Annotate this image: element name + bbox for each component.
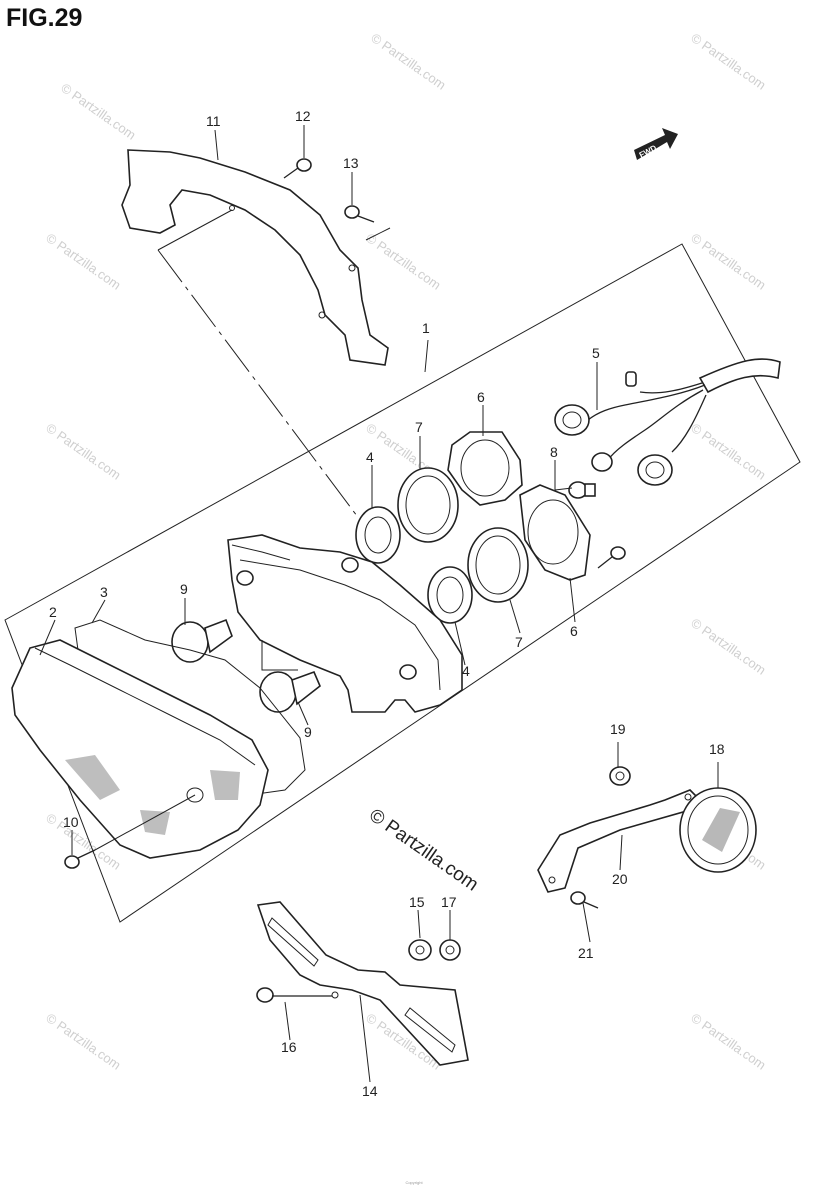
leader-line (365, 227, 391, 241)
watermark: © Partzilla.com (688, 1010, 768, 1073)
leader-line (157, 209, 233, 251)
callout-7-upper: 7 (415, 419, 423, 435)
screw-16 (256, 987, 332, 1003)
copyright-footer: Copyright (405, 1180, 423, 1185)
callout-4-upper: 4 (366, 449, 374, 465)
callout-8: 8 (550, 444, 558, 460)
callout-13: 13 (343, 155, 359, 171)
rear-bracket (121, 149, 389, 366)
fwd-arrow-icon: FWD (634, 128, 678, 160)
lamp-housing (227, 534, 463, 713)
lens-ring-7-upper (397, 467, 459, 543)
wiring-harness (554, 358, 781, 486)
callout-20: 20 (612, 871, 628, 887)
watermark: © Partzilla.com (363, 230, 443, 293)
callout-labels: 1 2 3 4 4 5 6 6 7 7 8 9 9 10 11 12 13 14… (49, 108, 725, 1099)
screw-10 (64, 794, 196, 869)
screw-21 (570, 891, 599, 909)
callout-4-lower: 4 (462, 663, 470, 679)
callout-11: 11 (206, 113, 221, 129)
screw-13 (344, 205, 375, 223)
watermark: © Partzilla.com (368, 30, 448, 93)
screw (597, 546, 626, 569)
callout-6-lower: 6 (570, 623, 578, 639)
socket-4-upper (355, 506, 401, 564)
bracket-hole (318, 311, 326, 319)
watermark: © Partzilla.com (688, 420, 768, 483)
callout-3: 3 (100, 584, 108, 600)
callout-2: 2 (49, 604, 57, 620)
callout-12: 12 (295, 108, 311, 124)
callout-7-lower: 7 (515, 634, 523, 650)
bracket-hole (348, 264, 356, 272)
bulb-8 (568, 481, 596, 499)
callout-6-upper: 6 (477, 389, 485, 405)
bracket-hole (229, 205, 235, 211)
callout-1: 1 (422, 320, 430, 336)
license-bracket-14 (256, 901, 469, 1066)
callout-10: 10 (63, 814, 79, 830)
callout-16: 16 (281, 1039, 297, 1055)
washer-15 (408, 939, 432, 961)
callout-21: 21 (578, 945, 594, 961)
watermark: © Partzilla.com (43, 420, 123, 483)
watermark: © Partzilla.com (58, 80, 138, 143)
callout-18: 18 (709, 741, 725, 757)
nut-17 (439, 939, 461, 961)
assembly-box (4, 243, 801, 923)
callout-19: 19 (610, 721, 626, 737)
callout-14: 14 (362, 1083, 378, 1099)
watermark: © Partzilla.com (688, 615, 768, 678)
screw-12 (283, 158, 312, 179)
bulb-9-lower (259, 670, 321, 713)
bulb-9-upper (171, 618, 233, 663)
watermark: © Partzilla.com (688, 230, 768, 293)
lens-ring-7-lower (467, 527, 529, 603)
callout-9-upper: 9 (180, 581, 188, 597)
leader-line (157, 249, 361, 521)
watermark: © Partzilla.com (43, 1010, 123, 1073)
gasket-6-lower (519, 484, 591, 581)
callout-15: 15 (409, 894, 425, 910)
figure-title: FIG.29 (6, 4, 83, 32)
watermark: © Partzilla.com (43, 230, 123, 293)
watermark: © Partzilla.com (688, 30, 768, 93)
callout-17: 17 (441, 894, 457, 910)
partzilla-watermark: © Partzilla.com (365, 805, 482, 896)
callout-leaders (39, 125, 719, 1083)
callout-9-lower: 9 (304, 724, 312, 740)
nut-19 (609, 766, 631, 786)
socket-4-lower (427, 566, 473, 624)
callout-5: 5 (592, 345, 600, 361)
gasket-6-upper (447, 431, 523, 506)
tail-lens-2 (11, 639, 269, 859)
reflector-18 (679, 787, 757, 873)
